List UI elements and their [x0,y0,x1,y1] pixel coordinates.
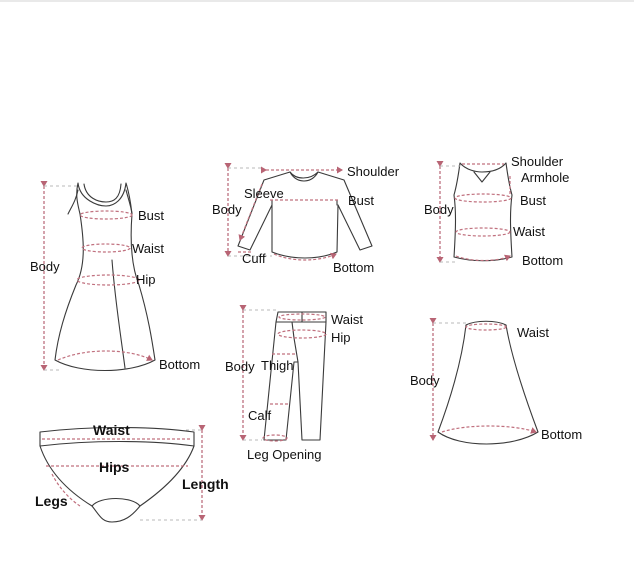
top-divider [0,0,634,2]
pants-hip-label: Hip [331,330,351,345]
pants-drawing [263,311,327,441]
top-cuff-label: Cuff [242,251,266,266]
dress-body-label: Body [30,259,60,274]
dress-drawing [54,182,156,371]
skirt-drawing [437,320,539,445]
pants-waist-label: Waist [331,312,364,327]
dress-waist-label: Waist [132,241,165,256]
briefs-hips-label: Hips [99,459,130,475]
dress-measure-lines [40,181,153,371]
skirt-waist-label: Waist [517,325,550,340]
pants-body-label: Body [225,359,255,374]
tank-body-label: Body [424,202,454,217]
briefs-measure-lines [42,425,206,521]
tank-top-drawing [453,162,513,262]
skirt-measure-lines [429,318,537,441]
tank-bottom-label: Bottom [522,253,564,268]
top-bottom-label: Bottom [333,260,375,275]
long-sleeve-measure-lines [224,163,343,261]
skirt-body-label: Body [410,373,440,388]
skirt-bottom-label: Bottom [541,427,583,442]
top-shoulder-label: Shoulder [347,164,400,179]
briefs-waist-label: Waist [93,422,130,438]
tank-waist-label: Waist [513,224,546,239]
dress-bust-label: Bust [138,208,165,223]
pants-measure-lines [239,305,327,442]
pants-leg-opening-label: Leg Opening [247,447,322,462]
briefs-length-label: Length [182,476,229,492]
top-sleeve-label: Sleeve [244,186,284,201]
tank-armhole-label: Armhole [521,170,570,185]
pants-thigh-label: Thigh [261,358,294,373]
pants-calf-label: Calf [248,408,272,423]
dress-bottom-label: Bottom [159,357,201,372]
tank-shoulder-label: Shoulder [511,154,564,169]
tank-bust-label: Bust [520,193,547,208]
top-bust-label: Bust [348,193,375,208]
dress-hip-label: Hip [136,272,156,287]
top-body-label: Body [212,202,242,217]
long-sleeve-top-drawing [237,171,373,259]
tank-top-measure-lines [436,161,512,263]
briefs-drawing [39,426,195,523]
briefs-legs-label: Legs [35,493,68,509]
